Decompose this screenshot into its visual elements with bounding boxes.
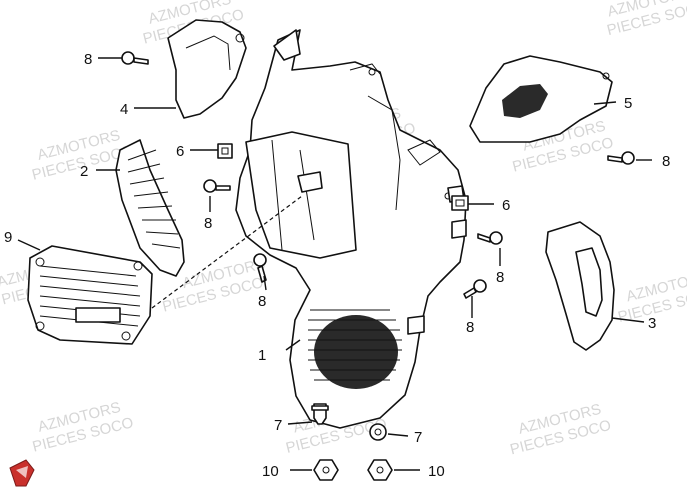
part-8-screw-mid <box>203 179 231 193</box>
callout-8-top: 8 <box>84 51 92 68</box>
part-7-bolt-left <box>311 403 329 425</box>
part-8-screw-right-lower <box>463 279 487 299</box>
part-7-bolt-right <box>369 423 387 441</box>
watermark-bottom-left: AZMOTORS PIECES SOCO <box>31 399 135 456</box>
callout-7-right: 7 <box>414 429 422 446</box>
watermark-top-right: AZMOTORS PIECES SOCO <box>605 0 687 39</box>
part-10-nut-right <box>367 459 393 481</box>
part-4-upper-bracket <box>167 19 247 119</box>
part-3-right-cover <box>545 221 615 351</box>
watermark-bottom-right: AZMOTORS PIECES SOCO <box>508 401 612 459</box>
callout-8-right: 8 <box>662 153 670 170</box>
callout-6-upper: 6 <box>176 143 184 160</box>
part-9-regulator <box>27 245 153 345</box>
callout-1: 1 <box>258 347 266 364</box>
part-8-screw-top <box>121 51 149 65</box>
callout-3: 3 <box>648 315 656 332</box>
callout-8-lower-left: 8 <box>258 293 266 310</box>
callout-9: 9 <box>4 229 12 246</box>
callout-8-mid: 8 <box>204 215 212 232</box>
leader-lines <box>17 57 652 471</box>
callout-5: 5 <box>624 95 632 112</box>
part-10-nut-left <box>313 459 339 481</box>
part-1-main-shroud <box>235 29 467 429</box>
callout-8-right-upper: 8 <box>496 269 504 286</box>
brand-logo-icon <box>9 459 35 487</box>
part-8-screw-right <box>607 151 635 165</box>
part-6-clip-upper <box>217 143 233 159</box>
part-2-side-grille <box>115 139 185 277</box>
part-6-clip-right <box>451 195 469 211</box>
callout-2: 2 <box>80 163 88 180</box>
callout-8-right-lower: 8 <box>466 319 474 336</box>
callout-7-left: 7 <box>274 417 282 434</box>
callout-10-right: 10 <box>428 463 445 480</box>
part-5-upper-right-panel <box>469 55 613 143</box>
dashed-connector <box>151 195 303 309</box>
callout-6-right: 6 <box>502 197 510 214</box>
callout-10-left: 10 <box>262 463 279 480</box>
part-8-screw-right-upper <box>477 231 503 245</box>
callout-4: 4 <box>120 101 128 118</box>
